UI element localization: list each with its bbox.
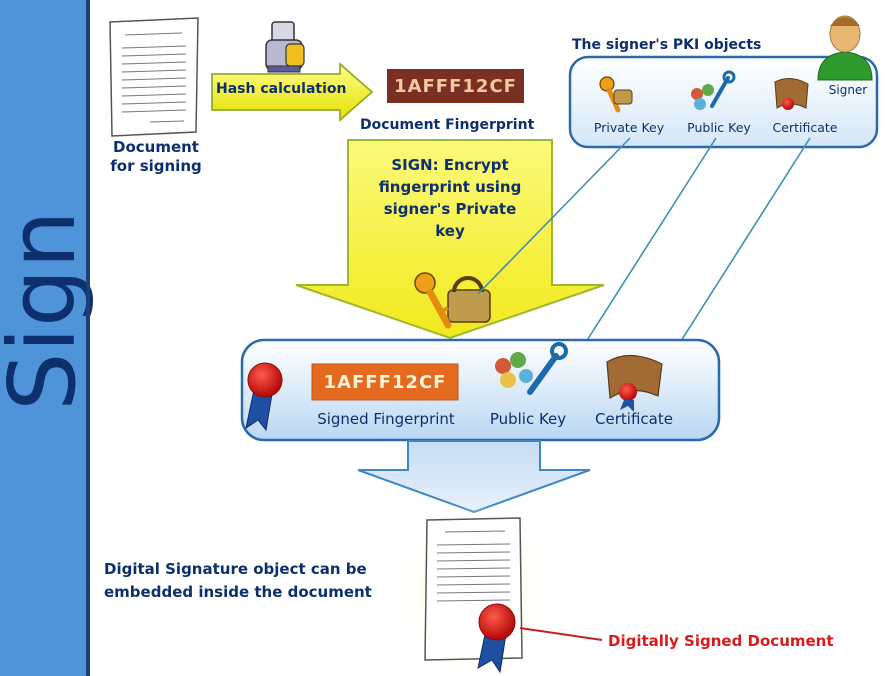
signed-document-pointer bbox=[519, 627, 603, 641]
pki-connector-lines bbox=[477, 137, 811, 379]
pki-certificate-label: Certificate bbox=[772, 120, 838, 135]
signed-document-label: Digitally Signed Document bbox=[608, 632, 834, 650]
signed-fingerprint-value: 1AFFF12CF bbox=[323, 372, 447, 393]
pki-public-key-icon bbox=[691, 70, 736, 110]
fingerprint-value: 1AFFF12CF bbox=[394, 76, 517, 97]
signed-fingerprint-box bbox=[311, 363, 459, 401]
signature-certificate-icon bbox=[606, 354, 663, 412]
sidebar: Sign bbox=[0, 0, 96, 676]
pki-public-key-label: Public Key bbox=[687, 120, 751, 135]
document-caption: Document for signing bbox=[110, 138, 202, 175]
hash-arrow bbox=[211, 62, 374, 122]
signature-public-key-label: Public Key bbox=[489, 410, 567, 428]
pki-box bbox=[568, 55, 879, 149]
signer-avatar bbox=[817, 15, 873, 81]
embed-note: Digital Signature object can be embedded… bbox=[104, 560, 372, 601]
signed-document-icon bbox=[424, 517, 523, 674]
embed-arrow bbox=[357, 440, 591, 514]
pki-private-key-label: Private Key bbox=[593, 120, 665, 135]
signature-seal-icon bbox=[245, 362, 283, 432]
pki-title: The signer's PKI objects bbox=[572, 37, 762, 53]
document-icon bbox=[109, 17, 199, 137]
signer-label: Signer bbox=[828, 83, 868, 97]
fingerprint-caption: Document Fingerprint bbox=[360, 117, 535, 133]
sign-step-text: SIGN: Encrypt fingerprint using signer's… bbox=[378, 156, 522, 240]
signature-public-key-icon bbox=[495, 342, 568, 395]
fingerprint-box bbox=[387, 69, 524, 103]
signature-certificate-label: Certificate bbox=[595, 410, 673, 428]
sign-arrow bbox=[295, 139, 605, 340]
sidebar-divider bbox=[86, 0, 90, 676]
hash-grinder-icon bbox=[265, 21, 305, 73]
key-lock-icon bbox=[414, 272, 491, 329]
pki-private-key-icon bbox=[599, 76, 633, 113]
hash-step-label: Hash calculation bbox=[216, 81, 347, 97]
signed-fingerprint-label: Signed Fingerprint bbox=[317, 410, 455, 428]
pki-certificate-icon bbox=[774, 78, 809, 110]
